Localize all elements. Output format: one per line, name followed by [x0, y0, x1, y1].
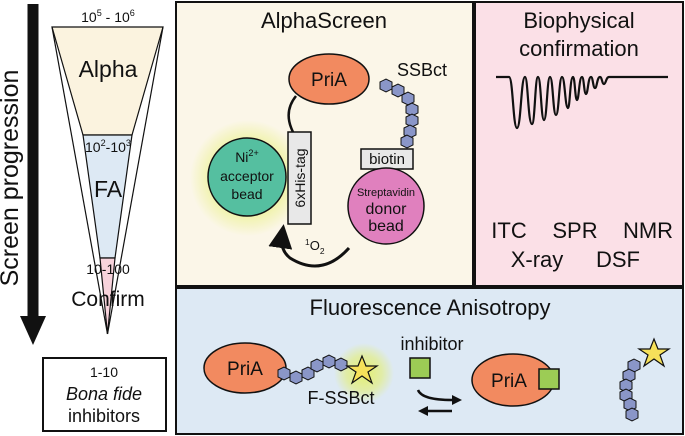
pria-protein [288, 53, 370, 105]
donor-bead [347, 167, 425, 245]
donor-line1: Streptavidin [357, 187, 415, 199]
pria-label: PriA [311, 70, 347, 91]
method-xray: X-ray [511, 247, 564, 272]
acceptor-line1: Ni2+ [235, 148, 259, 165]
inhibitor-square-free [409, 357, 431, 379]
result-count: 1-10 [90, 364, 118, 380]
funnel-section-confirm [99, 257, 116, 335]
acceptor-bead [207, 137, 287, 217]
acceptor-line2: acceptor [220, 168, 274, 184]
method-itc: ITC [491, 218, 527, 243]
fa-title: Fluorescence Anisotropy [310, 295, 551, 320]
fa-pria-right-label: PriA [491, 371, 527, 392]
donor-line3: bead [368, 218, 404, 235]
fa-pria-left-label: PriA [227, 359, 263, 380]
screen-progression-funnel: Screen progression 105 - 106 Alpha 102-1… [0, 4, 167, 432]
free-fssbct-chain [619, 358, 641, 422]
alphascreen-panel: AlphaScreen PriA SSBct biotin Ni2+ accep… [175, 1, 474, 287]
alpha-range: 105 - 106 [81, 8, 135, 25]
itc-trace [496, 75, 668, 130]
method-dsf: DSF [596, 247, 640, 272]
fa-range: 102-103 [85, 138, 131, 155]
ssbct-chain [379, 78, 419, 149]
result-box [42, 357, 167, 432]
singlet-oxygen-arrow [268, 224, 351, 268]
equilibrium-forward [416, 389, 453, 402]
fa-stage-label: FA [94, 176, 123, 202]
biotin-label: biotin [369, 151, 405, 168]
method-nmr: NMR [623, 218, 673, 243]
his-tag [287, 131, 312, 225]
result-inhibitors: inhibitors [68, 406, 140, 426]
biophysical-title-line2: confirmation [519, 36, 639, 61]
fa-panel: Fluorescence Anisotropy PriA F-SSBct inh… [175, 287, 684, 435]
result-bona-fide: Bona fide [66, 384, 142, 404]
inhibitor-square-bound [538, 368, 560, 390]
his-tag-label: 6xHis-tag [292, 148, 308, 207]
alpha-stage-label: Alpha [79, 56, 138, 82]
confirm-stage-label: Confirm [71, 288, 145, 311]
fssbct-chain [277, 354, 348, 385]
progression-arrow-head [20, 316, 46, 345]
method-spr: SPR [552, 218, 597, 243]
free-fluorophore-star-icon [637, 337, 671, 368]
fssbct-label: F-SSBct [307, 388, 374, 408]
inhibitor-label: inhibitor [400, 334, 463, 354]
donor-line2: donor [366, 201, 408, 218]
alphascreen-title: AlphaScreen [261, 8, 387, 33]
fluorophore-star-icon [345, 354, 379, 385]
singlet-oxygen-label: 1O2 [305, 237, 325, 256]
ssbct-label: SSBct [397, 60, 447, 80]
confirm-range: 10-100 [86, 261, 130, 277]
biophysical-title-line1: Biophysical [523, 8, 634, 33]
acceptor-line3: bead [231, 186, 262, 202]
biophysical-panel: Biophysical confirmation ITC SPR NMR X-r… [474, 1, 684, 287]
screen-progression-label: Screen progression [0, 70, 24, 287]
